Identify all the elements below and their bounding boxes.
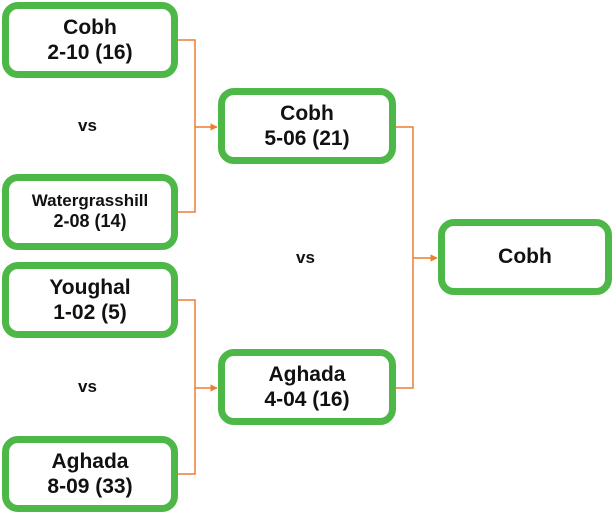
match-box-sf1: Cobh 5-06 (21)	[218, 88, 396, 164]
connector-sf1-sf2	[396, 126, 414, 389]
match-box-qf3: Youghal 1-02 (5)	[2, 262, 178, 338]
connector-qf3-qf4	[178, 299, 196, 475]
match-box-qf4: Aghada 8-09 (33)	[2, 436, 178, 512]
team-name: Aghada	[51, 449, 129, 473]
team-score: 8-09 (33)	[47, 475, 133, 498]
team-score: 5-06 (21)	[264, 127, 350, 150]
final-winner: Cobh	[498, 245, 552, 269]
team-name: Cobh	[280, 101, 334, 125]
match-box-qf2: Watergrasshill 2-08 (14)	[2, 174, 178, 250]
team-score: 2-10 (16)	[47, 41, 133, 64]
team-name: Cobh	[63, 15, 117, 39]
vs-label: vs	[78, 116, 97, 135]
connector-qf1-qf2	[178, 39, 196, 213]
vs-label: vs	[78, 377, 97, 396]
team-score: 4-04 (16)	[264, 388, 350, 411]
team-score: 2-08 (14)	[53, 211, 127, 232]
team-name: Youghal	[49, 275, 131, 299]
team-name: Aghada	[268, 362, 346, 386]
vs-label: vs	[296, 248, 315, 267]
team-name: Watergrasshill	[31, 191, 149, 210]
match-box-qf1: Cobh 2-10 (16)	[2, 2, 178, 78]
match-box-sf2: Aghada 4-04 (16)	[218, 349, 396, 425]
match-box-final: Cobh	[438, 219, 612, 295]
team-score: 1-02 (5)	[53, 301, 127, 324]
